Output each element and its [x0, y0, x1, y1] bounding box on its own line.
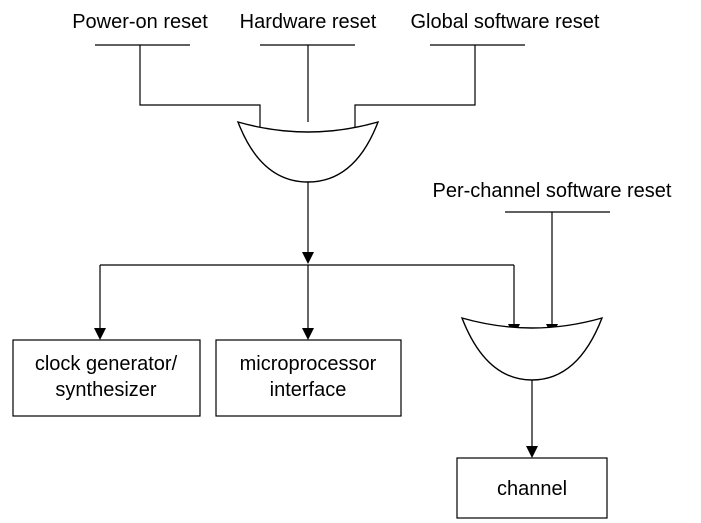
channel-box — [456, 457, 608, 519]
global-software-wire — [354, 45, 476, 130]
or-gate-global — [236, 120, 380, 183]
clock-generator-label-line2: synthesizer — [55, 379, 156, 401]
channel-label: channel — [497, 478, 567, 500]
or-gate-channel — [460, 316, 604, 381]
clock-branch-arrow — [94, 328, 106, 340]
power-on-reset-label: Power-on reset — [72, 11, 208, 33]
channel-output-arrow — [526, 446, 538, 458]
microprocessor-branch-arrow — [302, 328, 314, 340]
per-channel-software-reset-label: Per-channel software reset — [432, 180, 671, 202]
clock-generator-box — [12, 339, 201, 417]
microprocessor-label-line1: microprocessor — [240, 353, 377, 375]
gate-output-arrow — [302, 252, 314, 264]
power-on-wire — [139, 45, 261, 130]
global-software-reset-label: Global software reset — [411, 11, 600, 33]
microprocessor-label-line2: interface — [270, 379, 347, 401]
hardware-reset-label: Hardware reset — [240, 11, 377, 33]
microprocessor-interface-box — [215, 339, 402, 417]
clock-generator-label-line1: clock generator/ — [35, 353, 178, 375]
